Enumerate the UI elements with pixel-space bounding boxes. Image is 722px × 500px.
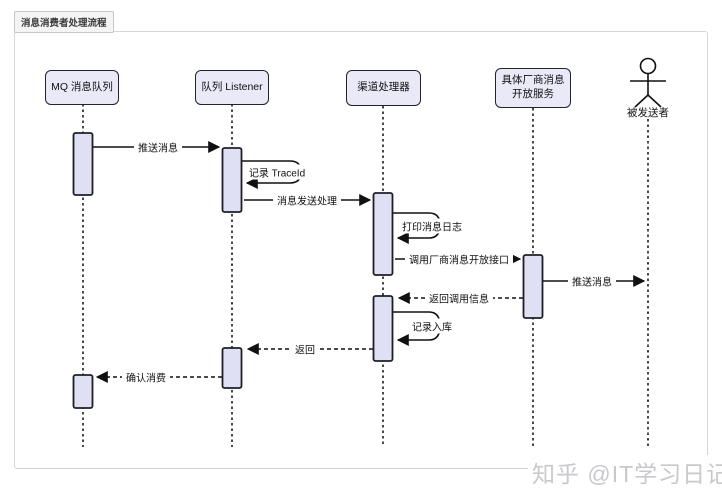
- message-label-push-2: 推送消息: [568, 273, 616, 289]
- message-label-return: 返回: [291, 341, 319, 357]
- participant-label: 具体厂商消息开放服务: [501, 74, 565, 100]
- message-label-record-traceid: 记录 TraceId: [244, 164, 310, 180]
- participant-vendor-service: 具体厂商消息开放服务: [495, 68, 571, 108]
- message-label-record-db: 记录入库: [408, 318, 456, 334]
- page-title: 消息消费者处理流程: [14, 11, 114, 33]
- message-label-call-vendor: 调用厂商消息开放接口: [405, 251, 513, 267]
- message-label-return-info: 返回调用信息: [425, 290, 493, 306]
- participant-queue-listener: 队列 Listener: [195, 70, 269, 105]
- participant-channel-processor: 渠道处理器: [346, 70, 421, 106]
- message-label-push-1: 推送消息: [134, 139, 182, 155]
- message-label-print-log: 打印消息日志: [398, 218, 466, 234]
- participant-label: 队列 Listener: [201, 80, 263, 93]
- message-label-send-process: 消息发送处理: [273, 192, 341, 208]
- watermark-text: 知乎 @IT学习日记: [528, 455, 722, 489]
- participant-mq-queue: MQ 消息队列: [45, 70, 119, 105]
- message-label-ack: 确认消费: [122, 369, 170, 385]
- participant-label: MQ 消息队列: [51, 80, 113, 93]
- participant-label: 渠道处理器: [357, 81, 410, 94]
- actor-label-receiver: 被发送者: [627, 107, 669, 119]
